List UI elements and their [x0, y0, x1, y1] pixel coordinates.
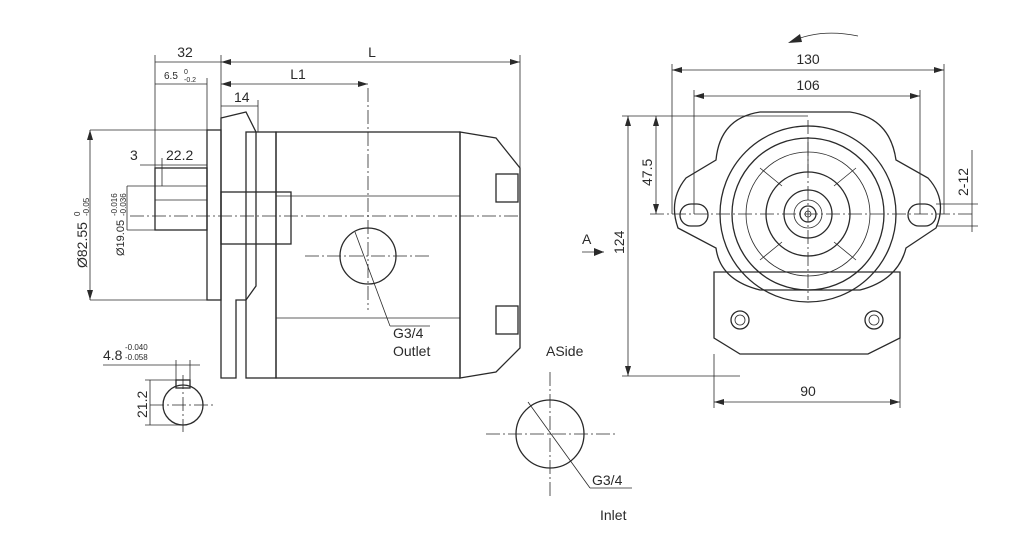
dim-slot: 2-12: [936, 150, 978, 232]
dim-bolt-spacing: 106: [693, 77, 921, 214]
svg-text:-0.016: -0.016: [110, 193, 119, 216]
shaft-section: 4.8 -0.040 -0.058 21.2: [103, 343, 215, 432]
view-arrow-a: A: [582, 231, 604, 256]
dim-shaft-length: 32: [154, 44, 222, 168]
rear-bolt-top: [495, 173, 519, 203]
svg-text:90: 90: [800, 383, 816, 399]
side-view: [130, 88, 521, 379]
dim-key: 3 22.2: [130, 147, 207, 168]
dim-flange-thickness: 14: [221, 89, 259, 132]
svg-text:130: 130: [796, 51, 820, 67]
svg-text:ASide: ASide: [546, 343, 584, 359]
dim-center-height: 47.5: [639, 115, 808, 214]
dim-flange-width: 130: [671, 51, 945, 214]
dim-base-width: 90: [713, 338, 901, 408]
svg-text:124: 124: [611, 230, 627, 254]
rear-bolt-bottom: [495, 305, 519, 335]
svg-text:-0.058: -0.058: [125, 353, 148, 362]
svg-text:47.5: 47.5: [639, 159, 655, 186]
dim-flange-to-outlet: L1: [221, 66, 368, 87]
svg-text:32: 32: [177, 44, 193, 60]
front-view: [650, 32, 975, 355]
shaft: [154, 167, 208, 231]
dim-overall-length: L: [221, 44, 521, 168]
svg-text:G3/4: G3/4: [393, 325, 424, 341]
flange-body: [220, 111, 257, 379]
flange: [206, 129, 222, 301]
a-side-view: ASide G3/4 Inlet: [486, 343, 632, 523]
svg-text:2-12: 2-12: [955, 168, 971, 196]
svg-text:-0.2: -0.2: [184, 77, 196, 84]
svg-text:22.2: 22.2: [166, 147, 193, 163]
svg-text:G3/4: G3/4: [592, 472, 623, 488]
dim-overall-height: 124: [611, 115, 740, 377]
dim-shaft-diameter: Ø19.05 -0.016 -0.036: [110, 185, 155, 256]
svg-text:L1: L1: [290, 66, 306, 82]
svg-text:21.2: 21.2: [134, 391, 150, 418]
svg-text:0: 0: [73, 211, 82, 216]
svg-text:106: 106: [796, 77, 820, 93]
bolt-slot-right: [907, 203, 937, 227]
svg-text:Outlet: Outlet: [393, 343, 430, 359]
dim-pilot: 6.5 0 -0.2: [155, 69, 208, 130]
svg-text:4.8: 4.8: [103, 347, 123, 363]
svg-text:A: A: [582, 231, 592, 247]
svg-text:6.5: 6.5: [164, 71, 178, 82]
svg-text:3: 3: [130, 147, 138, 163]
dim-pilot-diameter: Ø82.55 0 -0.05: [73, 129, 207, 301]
svg-text:-0.040: -0.040: [125, 343, 148, 352]
base-plate: [713, 271, 901, 355]
svg-text:0: 0: [184, 69, 188, 76]
hub: [220, 191, 292, 245]
rear-cover: [459, 131, 521, 379]
front-flange: [673, 111, 942, 291]
svg-text:Inlet: Inlet: [600, 507, 627, 523]
svg-text:-0.036: -0.036: [119, 193, 128, 216]
svg-text:-0.05: -0.05: [82, 197, 91, 216]
svg-text:Ø19.05: Ø19.05: [115, 220, 127, 256]
svg-text:Ø82.55: Ø82.55: [74, 222, 90, 268]
svg-text:L: L: [368, 44, 376, 60]
front-cover: [245, 131, 277, 379]
svg-text:14: 14: [234, 89, 250, 105]
